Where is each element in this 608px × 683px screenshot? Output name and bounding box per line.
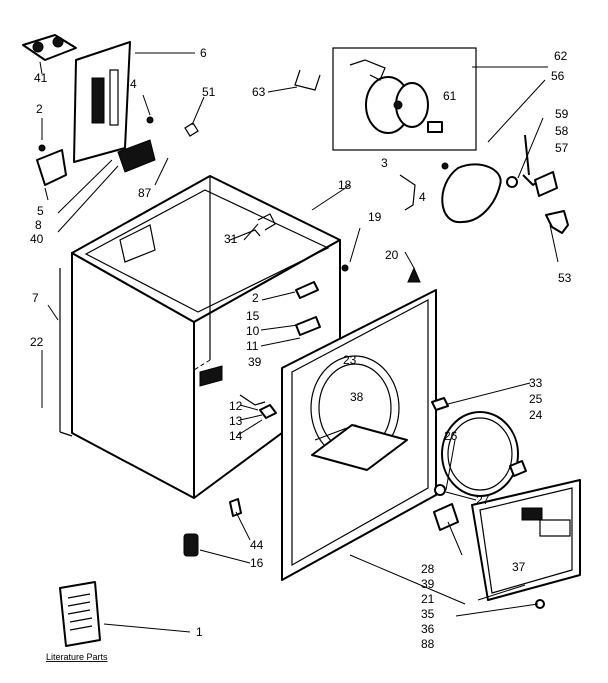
label-24: 24 [529, 408, 543, 422]
label-11: 11 [246, 339, 259, 353]
label-57: 57 [555, 141, 569, 155]
label-14: 14 [229, 429, 243, 443]
label-28: 28 [421, 562, 435, 576]
label-6: 6 [200, 46, 207, 60]
label-20: 20 [385, 248, 399, 262]
label-10: 10 [246, 324, 260, 338]
label-2: 2 [36, 102, 43, 116]
label-19: 19 [368, 210, 382, 224]
label-4b: 4 [419, 190, 426, 204]
label-12: 12 [229, 399, 243, 413]
label-63: 63 [252, 85, 266, 99]
label-53: 53 [558, 271, 572, 285]
label-59: 59 [555, 107, 569, 121]
part-labels: 41 2 6 4 51 63 62 56 61 59 58 57 53 3 4 … [30, 46, 572, 662]
label-3: 3 [381, 156, 388, 170]
label-51: 51 [202, 85, 216, 99]
label-7: 7 [32, 291, 39, 305]
motor-assembly [332, 47, 477, 151]
label-35: 35 [421, 607, 435, 621]
label-2b: 2 [252, 291, 259, 305]
label-58: 58 [555, 124, 569, 138]
label-22: 22 [30, 335, 44, 349]
door-seal [441, 411, 519, 497]
label-25: 25 [529, 392, 543, 406]
label-27: 27 [476, 493, 490, 507]
leader-lines [39, 52, 559, 633]
label-31: 31 [224, 232, 238, 246]
literature-parts [59, 581, 101, 647]
label-5: 5 [37, 204, 44, 218]
small-parts [22, 34, 569, 609]
front-panel [281, 289, 437, 581]
label-56: 56 [551, 69, 565, 83]
drive-belt [441, 163, 502, 224]
label-16: 16 [250, 556, 264, 570]
label-8: 8 [35, 218, 42, 232]
label-37: 37 [512, 560, 526, 574]
label-33: 33 [529, 376, 543, 390]
caption-literature-parts: Literature Parts [46, 652, 108, 662]
label-87: 87 [138, 186, 152, 200]
label-38: 38 [350, 390, 364, 404]
label-41: 41 [34, 71, 48, 85]
label-18: 18 [338, 178, 352, 192]
label-15: 15 [246, 309, 260, 323]
label-40: 40 [30, 232, 44, 246]
label-39b: 39 [421, 577, 435, 591]
label-4: 4 [130, 77, 137, 91]
label-1: 1 [196, 625, 203, 639]
label-36: 36 [421, 622, 435, 636]
cabinet [59, 175, 341, 499]
label-21: 21 [421, 592, 435, 606]
label-62: 62 [554, 49, 568, 63]
label-23: 23 [343, 353, 357, 367]
door-assembly [471, 479, 581, 601]
label-26: 26 [444, 429, 458, 443]
label-44: 44 [250, 538, 264, 552]
label-61: 61 [443, 89, 457, 103]
label-39: 39 [248, 355, 262, 369]
label-13: 13 [229, 414, 243, 428]
label-88: 88 [421, 637, 435, 651]
